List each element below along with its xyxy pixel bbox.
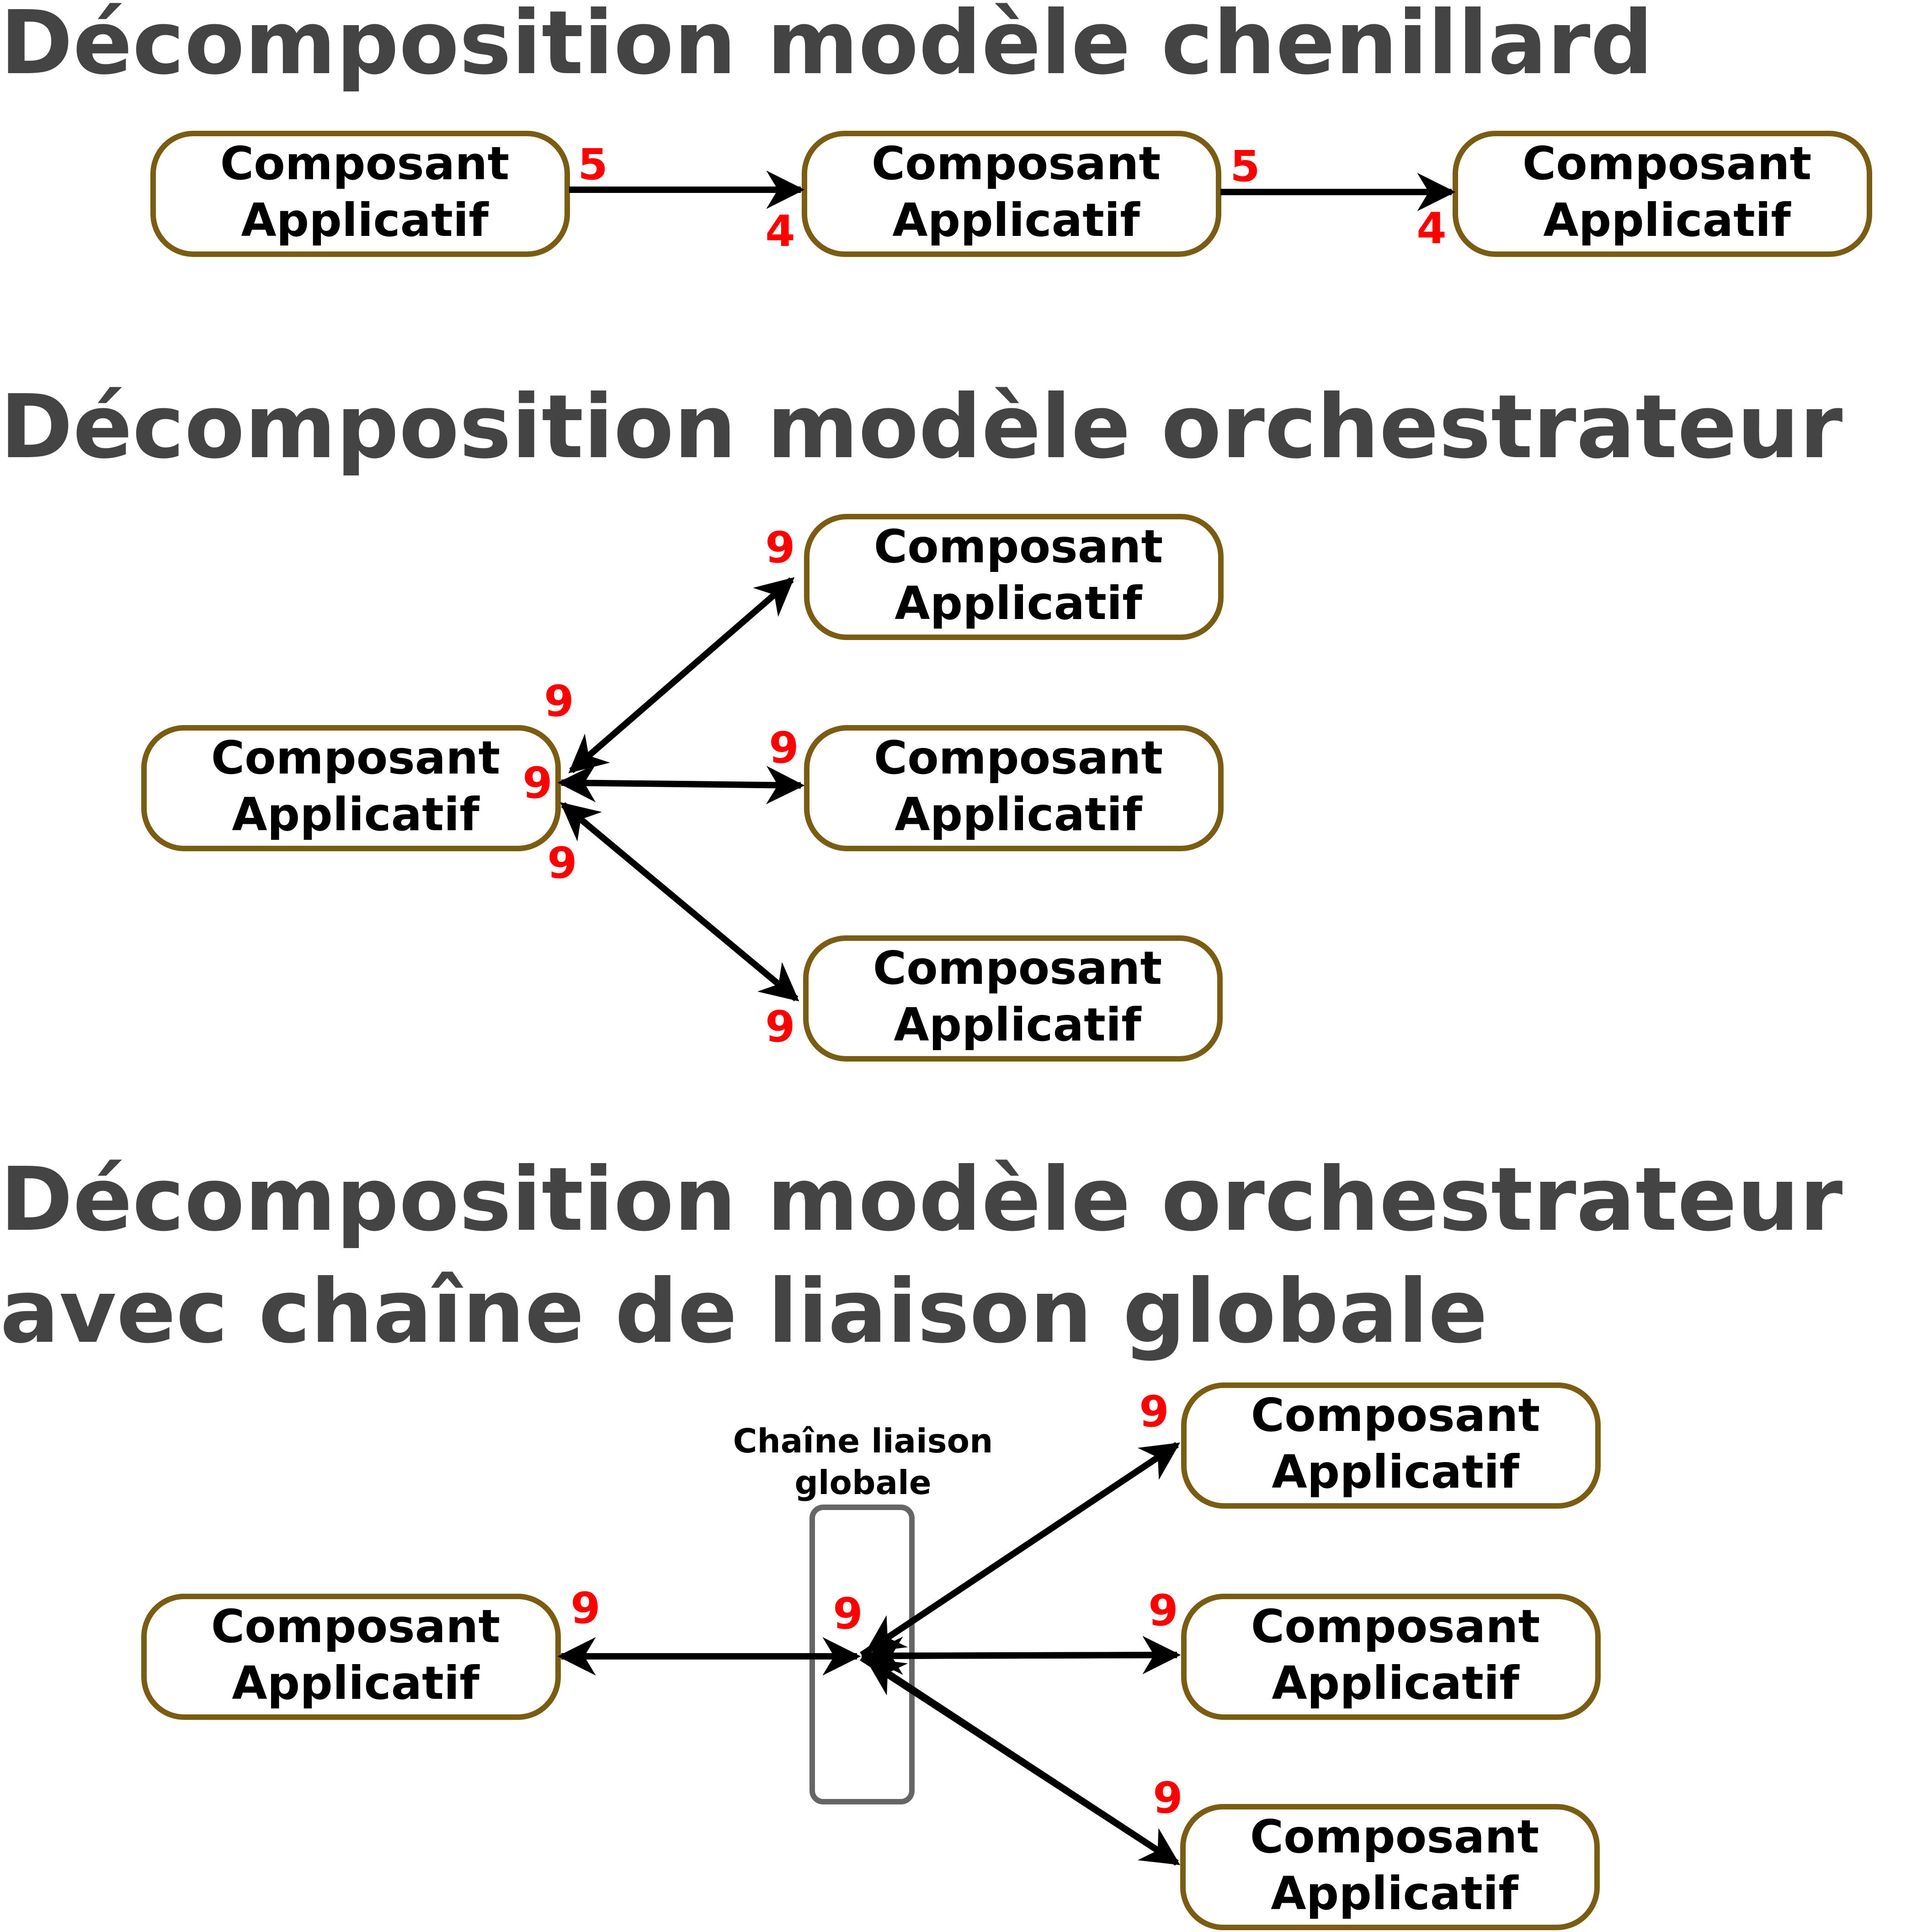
component-label-line2: Applicatif — [895, 576, 1143, 630]
component-label-line2: Applicatif — [1272, 1445, 1520, 1499]
component-label-line1: Composant — [220, 137, 510, 190]
component-label-line1: Composant — [874, 520, 1163, 573]
component-label-line1: Composant — [872, 137, 1161, 190]
chain-label-line1: Chaîne liaison — [733, 1422, 993, 1460]
component-label-line1: Composant — [1251, 1388, 1540, 1442]
component-box: Composant Applicatif — [141, 725, 561, 851]
port-count-label: 4 — [765, 207, 795, 256]
title-chenillard: Décomposition modèle chenillard — [0, 0, 1653, 94]
global-link-chain: Chaîne liaison globale — [733, 1422, 993, 1804]
component-label-line2: Applicatif — [241, 193, 489, 247]
component-label-line1: Composant — [211, 1600, 501, 1653]
port-count-label: 9 — [544, 677, 574, 726]
component-box: Composant Applicatif — [802, 131, 1221, 257]
port-count-label: 5 — [1230, 142, 1260, 192]
component-label-line2: Applicatif — [1271, 1867, 1519, 1920]
title-orchestrateur: Décomposition modèle orchestrateur — [0, 376, 1843, 478]
component-box: Composant Applicatif — [141, 1594, 561, 1720]
arrow-connector — [568, 577, 795, 774]
port-count-label: 9 — [833, 1589, 863, 1639]
arrow-connector — [560, 802, 799, 1002]
component-label-line1: Composant — [211, 731, 501, 785]
port-count-label: 9 — [765, 523, 795, 573]
component-box: Composant Applicatif — [1180, 1804, 1600, 1930]
port-count-label: 9 — [769, 723, 799, 773]
chain-label-line2: globale — [794, 1463, 931, 1502]
component-box: Composant Applicatif — [1453, 131, 1872, 257]
component-label-line2: Applicatif — [894, 998, 1142, 1051]
title-orchestrateur-chaine-line1: Décomposition modèle orchestrateur — [0, 1149, 1843, 1251]
component-label-line2: Applicatif — [1272, 1656, 1520, 1710]
port-count-label: 9 — [765, 1002, 795, 1052]
arrow-connector — [557, 763, 805, 805]
component-box: Composant Applicatif — [804, 514, 1224, 640]
arrow-connector — [865, 1446, 1172, 1653]
arrow-connector — [865, 1658, 1172, 1861]
component-label-line2: Applicatif — [895, 788, 1143, 841]
port-count-label: 9 — [570, 1584, 600, 1633]
component-box: Composant Applicatif — [1181, 1382, 1601, 1509]
component-label-line1: Composant — [1250, 1810, 1539, 1863]
port-count-label: 9 — [1153, 1773, 1182, 1823]
component-label-line1: Composant — [1523, 137, 1812, 190]
component-box: Composant Applicatif — [804, 725, 1224, 851]
port-count-label: 5 — [578, 140, 607, 190]
component-box: Composant Applicatif — [803, 935, 1223, 1062]
component-box: Composant Applicatif — [150, 131, 570, 257]
component-label-line2: Applicatif — [232, 1656, 480, 1710]
port-count-label: 9 — [1148, 1586, 1178, 1636]
component-label-line2: Applicatif — [1543, 193, 1791, 247]
title-orchestrateur-chaine-line2: avec chaîne de liaison globale — [0, 1261, 1488, 1363]
port-count-label: 9 — [1139, 1387, 1169, 1437]
component-box: Composant Applicatif — [1181, 1594, 1601, 1720]
arrow-connector — [864, 1636, 1171, 1675]
port-count-label: 9 — [547, 838, 577, 888]
component-label-line2: Applicatif — [892, 193, 1140, 247]
component-label-line1: Composant — [873, 941, 1162, 995]
component-label-line1: Composant — [1251, 1600, 1540, 1653]
component-label-line1: Composant — [874, 731, 1163, 785]
component-label-line2: Applicatif — [232, 788, 480, 841]
port-count-label: 4 — [1416, 204, 1446, 254]
port-count-label: 9 — [522, 758, 552, 808]
